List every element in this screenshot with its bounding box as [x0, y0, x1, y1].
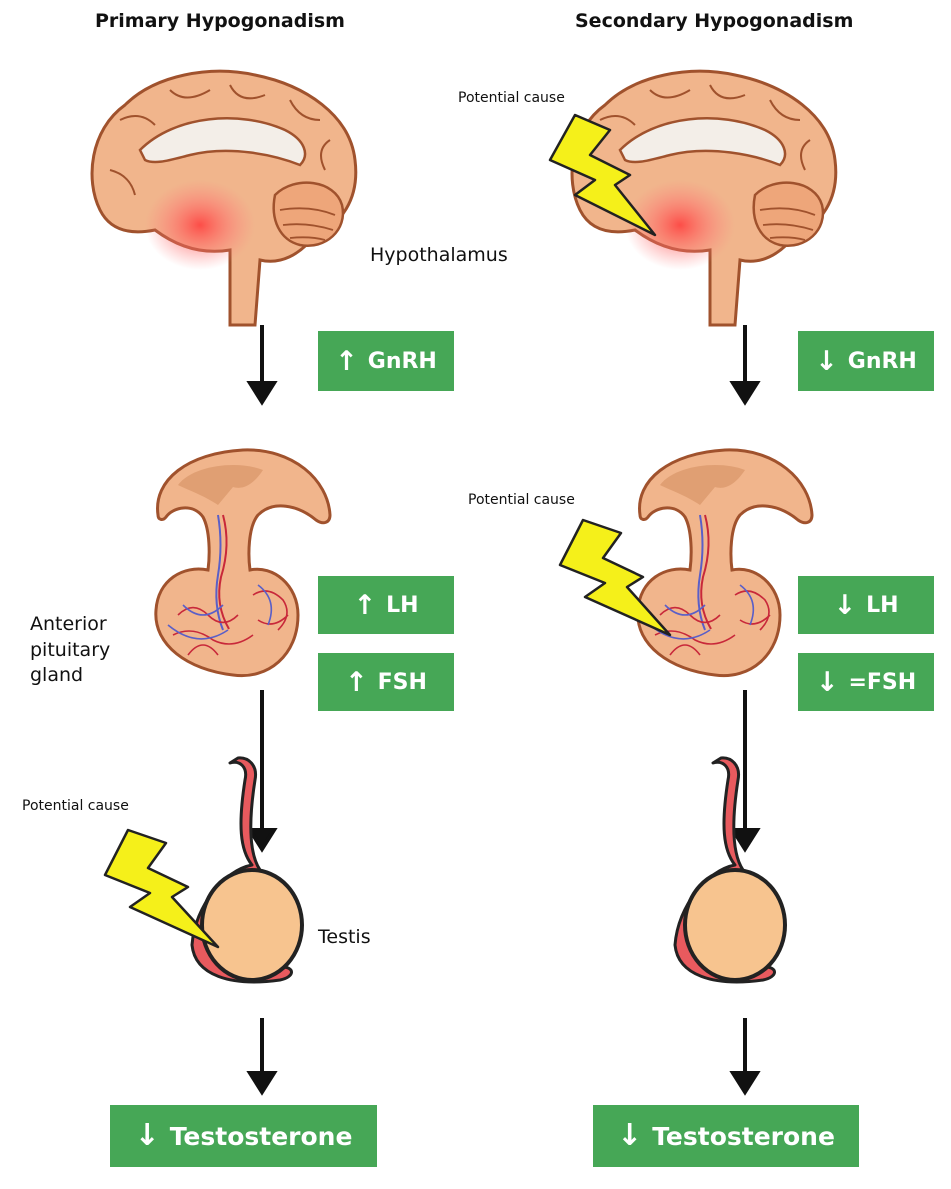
secondary-fsh-text: =FSH — [848, 670, 916, 695]
up-arrow-icon: ↑ — [353, 592, 376, 619]
primary-testosterone-badge: ↓ Testosterone — [110, 1105, 377, 1167]
up-arrow-icon: ↑ — [345, 669, 368, 696]
anterior-pituitary-line-3: gland — [30, 663, 110, 689]
down-arrow-icon: ↓ — [617, 1121, 642, 1151]
secondary-testosterone-badge: ↓ Testosterone — [593, 1105, 859, 1167]
secondary-fsh-badge: ↓ =FSH — [798, 653, 934, 711]
down-arrow-icon: ↓ — [815, 348, 838, 375]
lightning-icon-pituitary — [555, 515, 680, 640]
primary-lh-badge: ↑ LH — [318, 576, 454, 634]
anterior-pituitary-line-2: pituitary — [30, 638, 110, 664]
secondary-lh-badge: ↓ LH — [798, 576, 934, 634]
potential-cause-testis-label: Potential cause — [22, 798, 129, 814]
testis-illustration-secondary — [653, 755, 793, 990]
anterior-pituitary-line-1: Anterior — [30, 612, 110, 638]
lightning-icon-testis — [100, 825, 225, 950]
secondary-testosterone-text: Testosterone — [652, 1122, 835, 1151]
down-arrow-icon: ↓ — [833, 592, 856, 619]
secondary-gnrh-text: GnRH — [848, 349, 917, 374]
up-arrow-icon: ↑ — [335, 348, 358, 375]
testis-label: Testis — [318, 925, 371, 951]
primary-fsh-text: FSH — [378, 670, 427, 695]
anterior-pituitary-gland-label: Anterior pituitary gland — [30, 612, 110, 689]
secondary-lh-text: LH — [866, 593, 898, 618]
secondary-gnrh-badge: ↓ GnRH — [798, 331, 934, 391]
primary-lh-text: LH — [386, 593, 418, 618]
pituitary-illustration-primary — [148, 445, 338, 685]
primary-fsh-badge: ↑ FSH — [318, 653, 454, 711]
down-arrow-icon: ↓ — [135, 1121, 160, 1151]
potential-cause-pituitary-label: Potential cause — [468, 492, 575, 508]
down-arrow-icon: ↓ — [816, 669, 839, 696]
primary-testosterone-text: Testosterone — [170, 1122, 353, 1151]
primary-gnrh-text: GnRH — [368, 349, 437, 374]
primary-gnrh-badge: ↑ GnRH — [318, 331, 454, 391]
